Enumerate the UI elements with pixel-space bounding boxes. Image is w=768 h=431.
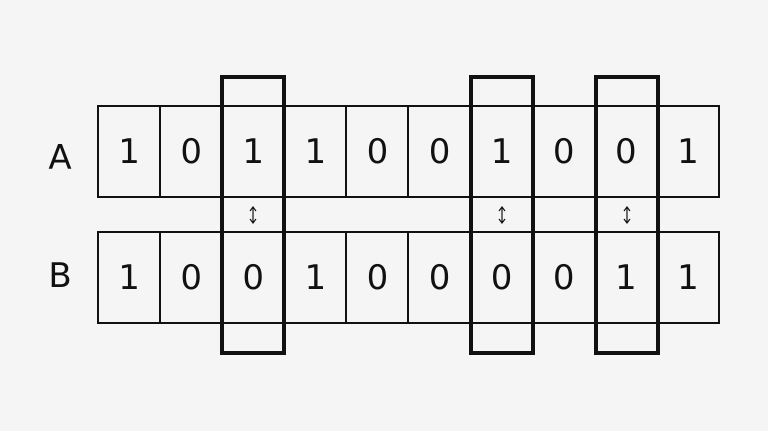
bit-cell: 0 bbox=[161, 107, 224, 196]
bit-cell: 1 bbox=[677, 257, 699, 298]
bit-cell: 1 bbox=[472, 107, 534, 196]
bit-cell: 0 bbox=[347, 107, 410, 196]
bit-cell: 1 bbox=[99, 107, 162, 196]
bit-cell: 1 bbox=[677, 131, 699, 172]
bit-cell: 1 bbox=[99, 233, 162, 322]
bit-cell: 0 bbox=[409, 107, 472, 196]
up-down-arrow-icon bbox=[498, 206, 506, 224]
bit-cell: 0 bbox=[409, 233, 472, 322]
bit-cell: 1 bbox=[596, 233, 658, 322]
bit-cell: 1 bbox=[223, 107, 286, 196]
up-down-arrow-icon bbox=[623, 206, 631, 224]
bit-cell: 0 bbox=[534, 107, 596, 196]
bit-row-a: 1 0 1 1 0 0 1 0 0 1 bbox=[97, 105, 720, 198]
bit-cell: 1 bbox=[285, 233, 348, 322]
bit-cell: 0 bbox=[161, 233, 224, 322]
up-down-arrow-icon bbox=[249, 206, 257, 224]
bit-row-b: 1 0 0 1 0 0 0 0 1 1 bbox=[97, 231, 720, 324]
bit-cell: 0 bbox=[596, 107, 658, 196]
bit-cell: 0 bbox=[223, 233, 286, 322]
row-label-b: B bbox=[48, 256, 72, 296]
row-label-a: A bbox=[48, 138, 72, 178]
bit-cell: 0 bbox=[472, 233, 534, 322]
bit-cell: 1 bbox=[285, 107, 348, 196]
bit-cell: 0 bbox=[534, 233, 596, 322]
bit-cell: 0 bbox=[347, 233, 410, 322]
